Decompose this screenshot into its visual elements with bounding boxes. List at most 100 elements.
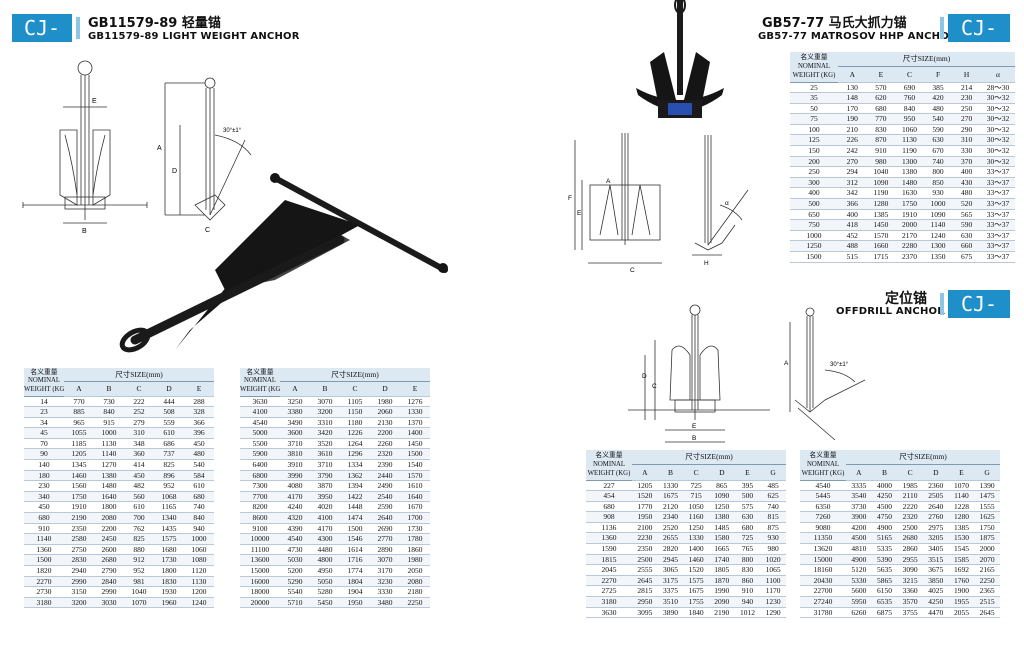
size-cell: 279 — [124, 417, 154, 429]
size-cell: 500 — [734, 490, 761, 502]
size-cell: 1000 — [923, 198, 953, 210]
size-cell: 3570 — [897, 596, 923, 608]
size-cell: 885 — [64, 406, 94, 418]
size-cell: 1830 — [154, 576, 184, 588]
cj24-dim-d-label: D — [172, 168, 177, 175]
size-cell: 3205 — [922, 532, 949, 545]
size-cell: 952 — [124, 565, 154, 577]
weight-cell: 10000 — [240, 533, 280, 545]
col-header-c: C — [897, 464, 923, 481]
size-cell: 482 — [124, 480, 154, 492]
size-cell: 1614 — [340, 544, 370, 556]
size-cell: 1875 — [974, 532, 1000, 545]
size-cell: 1750 — [895, 198, 924, 210]
weight-cell: 18000 — [240, 586, 280, 598]
size-cell: 800 — [734, 554, 761, 566]
size-cell: 5280 — [310, 586, 340, 598]
size-cell: 760 — [895, 92, 924, 104]
size-cell: 288 — [184, 396, 214, 408]
size-cell: 1205 — [64, 448, 94, 461]
size-cell: 3215 — [897, 575, 923, 587]
size-cell: 5865 — [871, 575, 898, 587]
weight-cell: 2045 — [586, 564, 632, 576]
size-cell: 840 — [184, 512, 214, 524]
size-cell: 2070 — [974, 554, 1000, 566]
size-cell: 2490 — [370, 480, 400, 492]
size-cell: 33～37 — [980, 230, 1015, 242]
weight-cell: 6350 — [800, 501, 846, 513]
weight-cell: 4100 — [240, 406, 280, 418]
weight-cell: 3630 — [586, 607, 632, 619]
size-cell: 896 — [154, 470, 184, 482]
weight-cell: 18160 — [800, 564, 846, 576]
size-cell: 2690 — [370, 523, 400, 535]
size-cell: 4250 — [871, 490, 898, 502]
size-cell: 3950 — [310, 491, 340, 503]
size-cell: 5600 — [846, 585, 872, 598]
size-cell: 5030 — [280, 554, 310, 566]
size-cell: 2790 — [94, 565, 124, 577]
size-cell: 2860 — [897, 543, 923, 555]
size-cell: 2055 — [948, 607, 975, 619]
size-cell: 5635 — [871, 564, 898, 576]
size-cell: 825 — [154, 459, 184, 471]
size-cell: 3600 — [280, 427, 310, 439]
size-cell: 2520 — [657, 522, 684, 534]
size-cell: 5950 — [846, 596, 872, 608]
weight-cell: 450 — [24, 501, 64, 514]
size-cell: 450 — [184, 438, 214, 450]
size-cell: 480 — [952, 187, 981, 200]
size-cell: 4080 — [280, 480, 310, 492]
size-cell: 508 — [154, 406, 184, 418]
size-cell: 1900 — [948, 585, 975, 598]
size-cell: 559 — [154, 417, 184, 429]
size-cell: 1860 — [400, 544, 430, 556]
size-cell: 1345 — [64, 459, 94, 471]
col-header-a: A — [846, 464, 872, 481]
size-cell: 2320 — [370, 448, 400, 461]
cj25-size-header: 尺寸SIZE(mm) — [838, 52, 1015, 68]
size-cell: 3810 — [280, 448, 310, 461]
size-cell: 570 — [866, 82, 896, 94]
size-cell: 4800 — [310, 554, 340, 566]
size-cell: 560 — [124, 491, 154, 503]
size-cell: 1460 — [683, 554, 709, 566]
size-cell: 2370 — [895, 251, 924, 263]
size-cell: 488 — [838, 240, 867, 252]
size-cell: 2200 — [94, 523, 124, 535]
size-cell: 1060 — [184, 544, 214, 556]
size-cell: 520 — [952, 198, 981, 210]
weight-cell: 1136 — [586, 522, 632, 534]
size-cell: 770 — [866, 113, 896, 125]
size-cell: 1980 — [370, 396, 400, 408]
weight-cell: 11350 — [800, 532, 846, 545]
size-cell: 4100 — [310, 512, 340, 524]
size-cell: 930 — [923, 187, 953, 200]
size-cell: 2540 — [370, 491, 400, 503]
weight-cell: 22700 — [800, 585, 846, 598]
size-cell: 1960 — [154, 597, 184, 609]
size-cell: 1390 — [974, 480, 1000, 492]
weight-cell: 680 — [24, 512, 64, 524]
size-cell: 1750 — [974, 522, 1000, 534]
size-cell: 1340 — [154, 512, 184, 524]
size-cell: 5390 — [871, 554, 898, 566]
size-cell: 1300 — [923, 240, 953, 252]
size-cell: 3170 — [370, 565, 400, 577]
size-cell: 690 — [895, 82, 924, 94]
cj28-title-cn: 定位锚 — [885, 291, 927, 307]
size-cell: 840 — [895, 103, 924, 115]
